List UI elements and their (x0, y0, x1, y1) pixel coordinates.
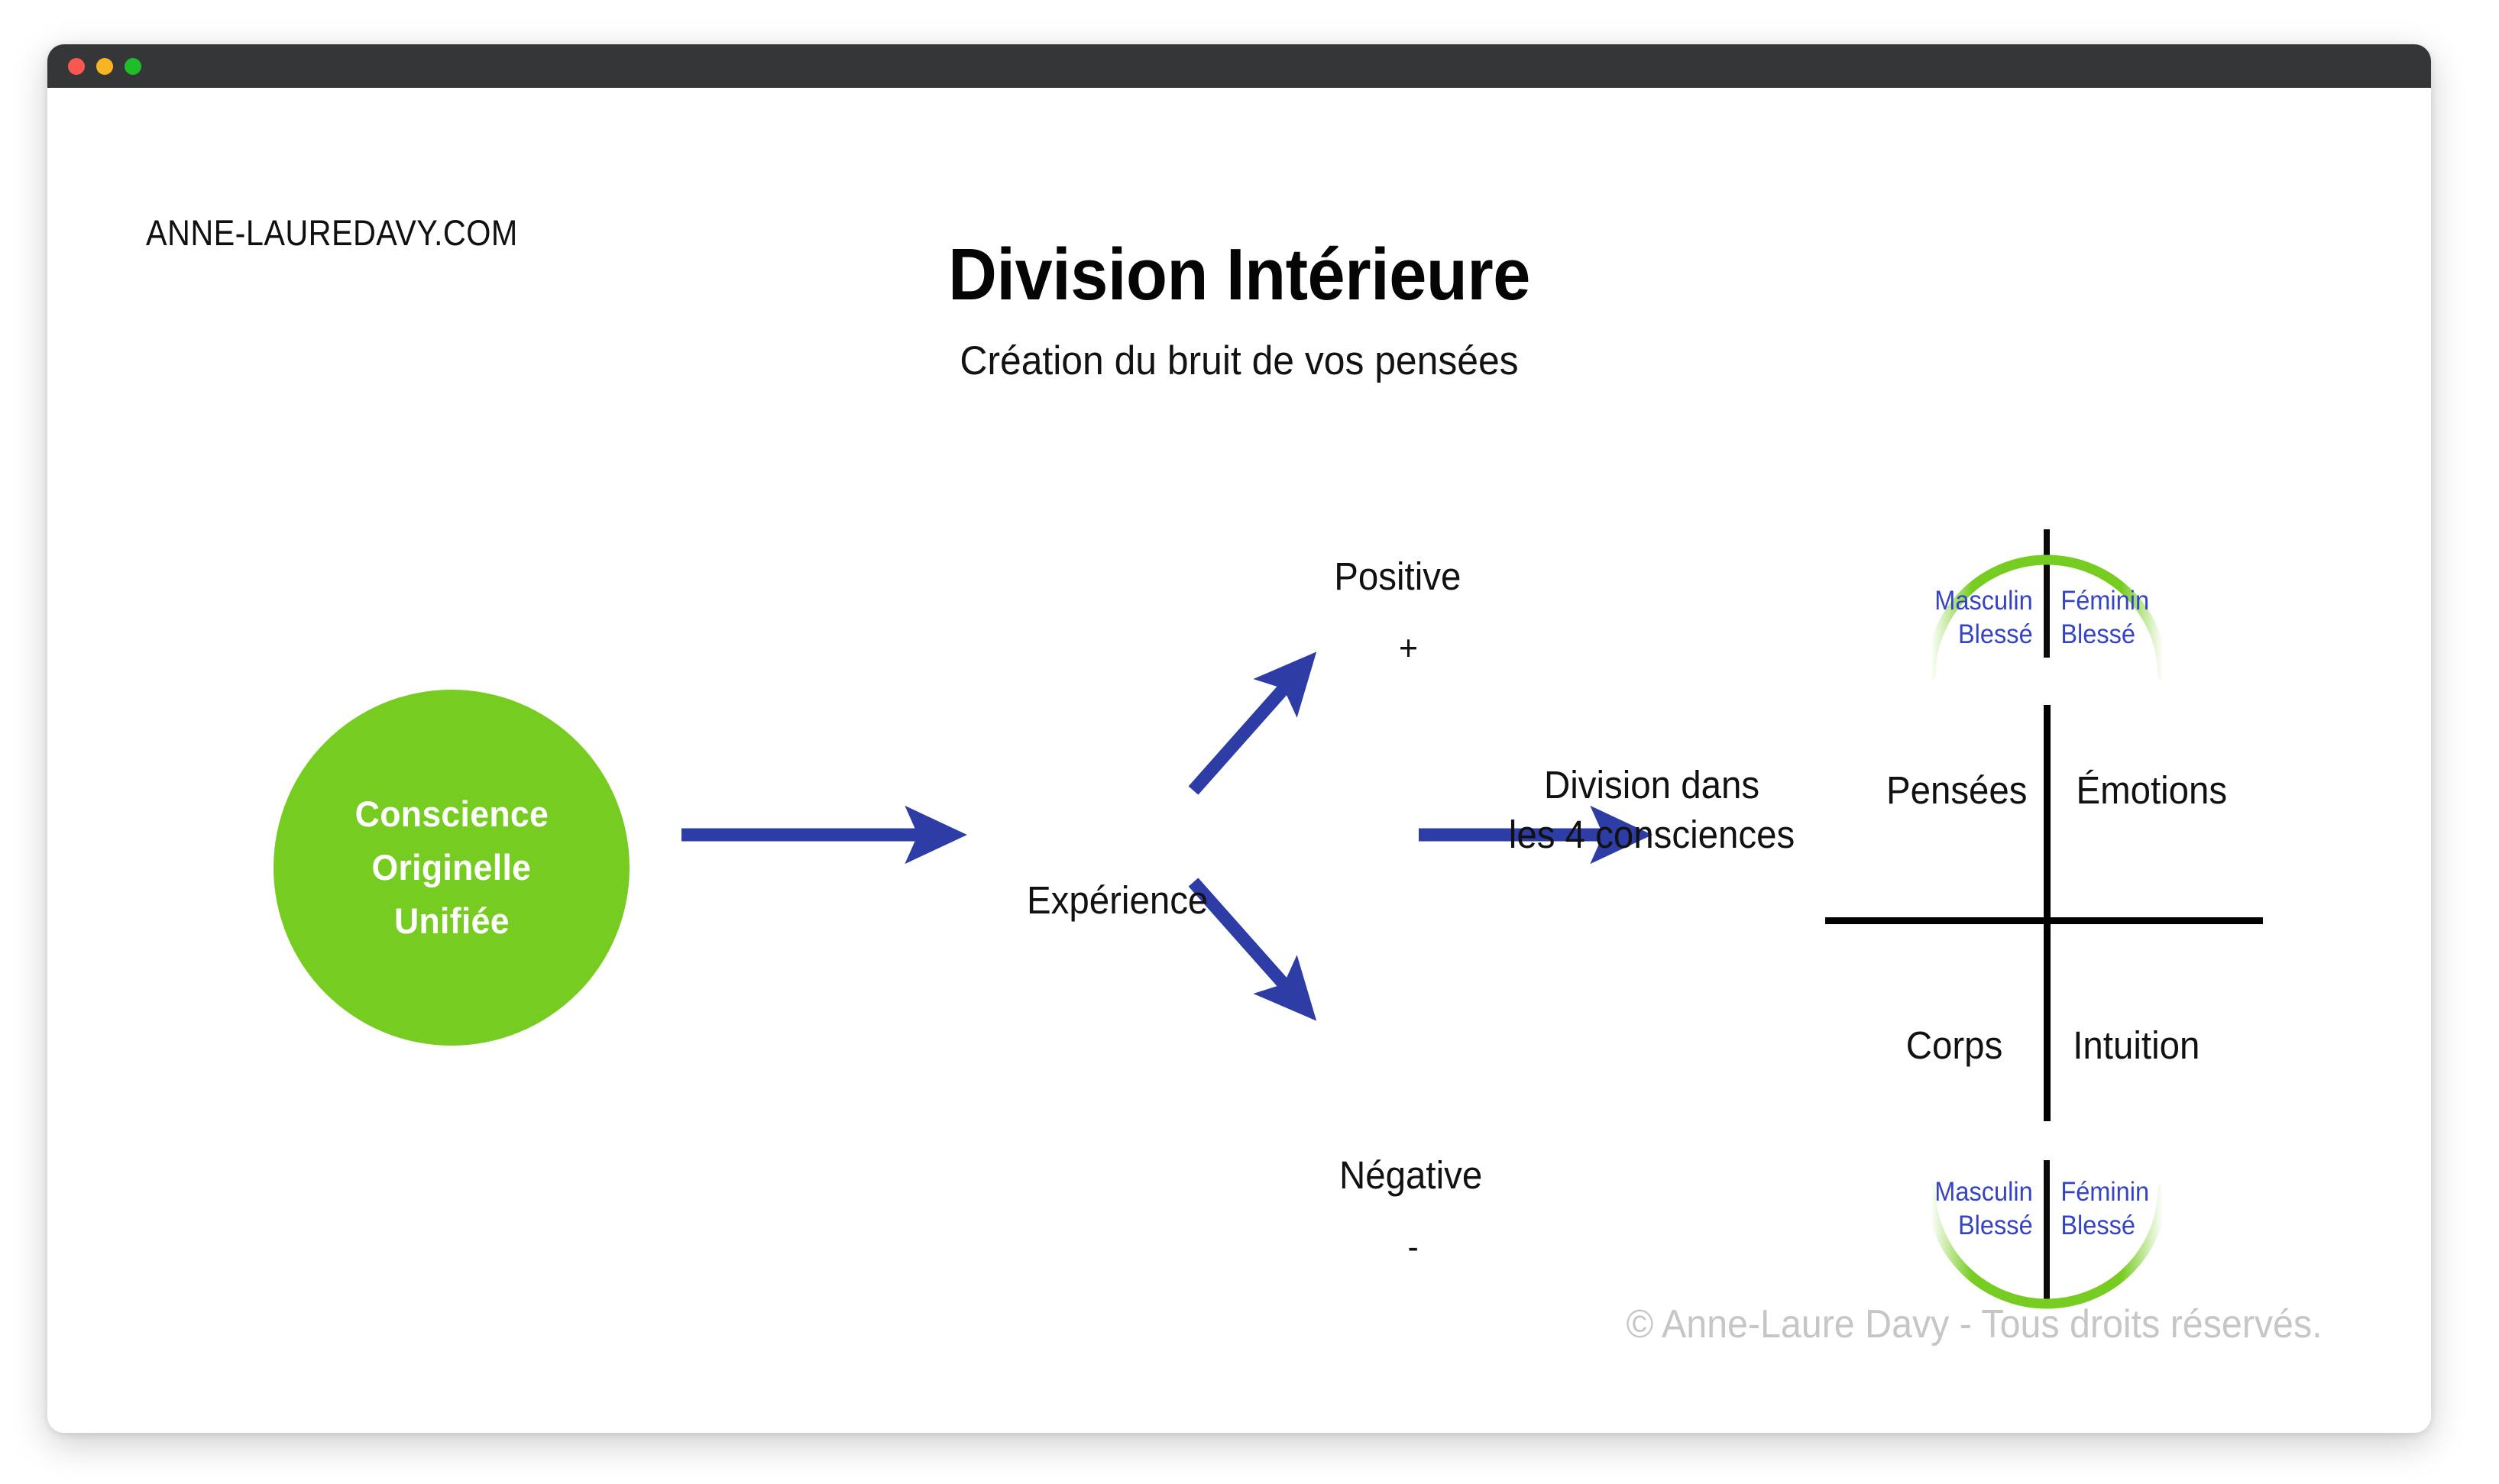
bottom-arc-label-feminin-blesse: Féminin Blessé (2060, 1175, 2168, 1243)
minimize-button-icon[interactable] (96, 57, 113, 75)
arrow-experience-to-negative (1188, 878, 1317, 1021)
zoom-button-icon[interactable] (125, 57, 141, 75)
window-titlebar[interactable] (47, 44, 2431, 88)
label-experience: Expérience (1027, 878, 1209, 922)
quadrant-vertical-axis (2044, 705, 2051, 1121)
top-arc-left-line-2: Blessé (1957, 619, 2033, 649)
brand-watermark: ANNE-LAUREDAVY.COM (146, 212, 518, 253)
bottom-arc-divider-line (2044, 1160, 2050, 1305)
source-node-line-3: Unifiée (393, 900, 510, 942)
bottom-arc-left-line-1: Masculin (1934, 1177, 2033, 1207)
label-negative-sign: - (1407, 1227, 1419, 1266)
division-line-2: les 4 consciences (1508, 813, 1795, 857)
bottom-arc-label-masculin-blesse: Masculin Blessé (1924, 1175, 2032, 1243)
page-title: Division Intérieure (948, 234, 1530, 315)
quadrant-label-corps: Corps (1905, 1023, 2003, 1067)
label-positive: Positive (1334, 554, 1462, 598)
division-line-1: Division dans (1543, 763, 1760, 807)
traffic-lights (68, 57, 141, 75)
arrow-experience-to-positive (1188, 651, 1317, 795)
bottom-arc-right-line-1: Féminin (2060, 1177, 2150, 1207)
bottom-arc-left-line-2: Blessé (1957, 1210, 2033, 1240)
top-arc-right-line-2: Blessé (2060, 619, 2136, 649)
bottom-green-arc-icon (1925, 1182, 2168, 1309)
slide-canvas: ANNE-LAUREDAVY.COM Division Intérieure C… (47, 88, 2431, 1433)
bottom-arc-right-line-2: Blessé (2060, 1210, 2136, 1240)
quadrant-label-pensees: Pensées (1886, 768, 2028, 812)
source-consciousness-node: Conscience Originelle Unifiée (274, 690, 630, 1046)
top-arc-label-feminin-blesse: Féminin Blessé (2060, 584, 2168, 651)
top-green-arc-icon (1925, 554, 2168, 681)
top-arc-divider-line (2044, 529, 2050, 658)
source-node-line-1: Conscience (354, 793, 549, 834)
copyright-notice: © Anne-Laure Davy - Tous droits réservés… (1626, 1302, 2323, 1347)
top-arc-label-masculin-blesse: Masculin Blessé (1924, 584, 2032, 651)
top-arc-right-line-1: Féminin (2060, 586, 2150, 616)
close-button-icon[interactable] (68, 57, 85, 75)
label-negative: Négative (1339, 1153, 1483, 1197)
label-positive-sign: + (1398, 628, 1418, 668)
quadrant-label-intuition: Intuition (2073, 1023, 2200, 1067)
page-subtitle: Création du bruit de vos pensées (960, 338, 1519, 383)
quadrant-label-emotions: Émotions (2076, 768, 2228, 812)
source-node-line-2: Originelle (371, 846, 532, 887)
label-division-four-consciousnesses: Division dans les 4 consciences (1481, 760, 1822, 860)
top-arc-left-line-1: Masculin (1934, 586, 2033, 616)
browser-window: ANNE-LAUREDAVY.COM Division Intérieure C… (47, 44, 2431, 1433)
